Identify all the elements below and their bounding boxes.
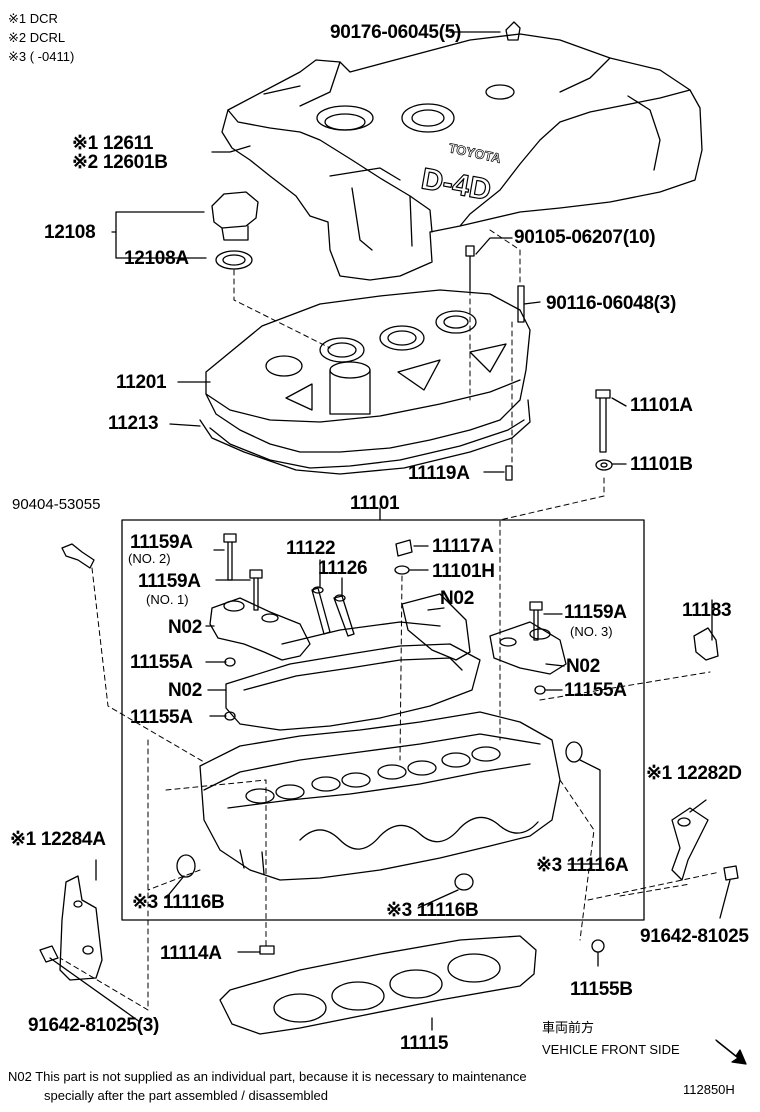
label-11155a-3[interactable]: 11155A bbox=[130, 707, 193, 728]
label-11117a[interactable]: 11117A bbox=[432, 536, 494, 557]
dashed-lines bbox=[59, 229, 721, 1011]
label-11159a-no2[interactable]: 11159A bbox=[130, 532, 193, 553]
label-11155a-1[interactable]: 11155A bbox=[130, 652, 193, 673]
diagram-code: 112850H bbox=[683, 1082, 735, 1097]
label-11159a-no3[interactable]: 11159A bbox=[564, 602, 627, 623]
footnote-line-1: N02 This part is not supplied as an indi… bbox=[8, 1069, 527, 1084]
label-n02-right-mid: N02 bbox=[566, 656, 600, 677]
label-91642-81025-left[interactable]: 91642-81025(3) bbox=[28, 1015, 160, 1036]
cam-bearing-caps bbox=[209, 593, 567, 675]
label-12108a[interactable]: 12108A bbox=[124, 248, 189, 269]
label-no1: (NO. 1) bbox=[146, 592, 189, 607]
cylinder-head bbox=[199, 711, 561, 881]
label-11155a-2[interactable]: 11155A bbox=[564, 680, 627, 701]
cam-carrier bbox=[225, 621, 481, 731]
legend-line-2: ※2 DCRL bbox=[8, 30, 66, 45]
label-11159a-no1[interactable]: 11159A bbox=[138, 571, 201, 592]
label-no3: (NO. 3) bbox=[570, 624, 613, 639]
label-n02-left-mid: N02 bbox=[168, 680, 202, 701]
label-90105-06207[interactable]: 90105-06207(10) bbox=[514, 227, 656, 248]
label-12108[interactable]: 12108 bbox=[44, 222, 96, 243]
label-11114a[interactable]: 11114A bbox=[160, 943, 222, 964]
label-12282d[interactable]: ※1 12282D bbox=[646, 763, 742, 784]
stud-90404 bbox=[61, 543, 95, 569]
label-11213[interactable]: 11213 bbox=[108, 413, 159, 434]
label-11101h[interactable]: 11101H bbox=[432, 561, 495, 582]
cylinder-head-cover bbox=[199, 289, 531, 475]
label-90116-06048[interactable]: 90116-06048(3) bbox=[546, 293, 676, 314]
label-11116a[interactable]: ※3 11116A bbox=[536, 855, 629, 876]
side-parts bbox=[176, 627, 739, 955]
label-12611[interactable]: ※1 12611 bbox=[72, 133, 154, 154]
label-11101b[interactable]: 11101B bbox=[630, 454, 693, 475]
front-arrow bbox=[715, 1039, 747, 1065]
label-12284a[interactable]: ※1 12284A bbox=[10, 829, 106, 850]
label-11101[interactable]: 11101 bbox=[350, 493, 400, 514]
oil-filler-cap bbox=[211, 191, 259, 270]
plug bbox=[394, 539, 413, 575]
label-11101a[interactable]: 11101A bbox=[630, 395, 693, 416]
label-11155b[interactable]: 11155B bbox=[570, 979, 633, 1000]
label-no2: (NO. 2) bbox=[128, 551, 171, 566]
legend-line-3: ※3 ( -0411) bbox=[8, 49, 75, 64]
cylinder-head-box bbox=[121, 519, 645, 921]
head-bolt bbox=[595, 389, 613, 471]
dowels bbox=[224, 657, 546, 721]
label-11116b-mid[interactable]: ※3 11116B bbox=[386, 900, 479, 921]
label-12601b[interactable]: ※2 12601B bbox=[72, 152, 168, 173]
label-90404-53055[interactable]: 90404-53055 bbox=[12, 496, 101, 513]
leader-lines bbox=[49, 31, 731, 1031]
cover-model-text: D-4D bbox=[419, 162, 494, 207]
label-11126[interactable]: 11126 bbox=[318, 558, 368, 579]
footnote-line-2: specially after the part assembled / dis… bbox=[44, 1088, 328, 1103]
bracket-12284a bbox=[39, 875, 103, 981]
label-11201[interactable]: 11201 bbox=[116, 372, 167, 393]
label-91642-81025-right[interactable]: 91642-81025 bbox=[640, 926, 749, 947]
label-11119a[interactable]: 11119A bbox=[408, 463, 470, 484]
head-gasket bbox=[219, 935, 537, 1035]
label-11183[interactable]: 11183 bbox=[682, 600, 732, 621]
cover-bolts bbox=[465, 21, 525, 481]
label-n02-left-top: N02 bbox=[168, 617, 202, 638]
label-n02-right-top: N02 bbox=[440, 588, 474, 609]
front-side-jp: 車両前方 bbox=[542, 1020, 595, 1035]
label-11115[interactable]: 11115 bbox=[400, 1033, 449, 1054]
label-90176-06045[interactable]: 90176-06045(5) bbox=[330, 22, 462, 43]
label-11116b-left[interactable]: ※3 11116B bbox=[132, 892, 225, 913]
cover-brand-text: TOYOTA bbox=[447, 140, 503, 166]
legend-line-1: ※1 DCR bbox=[8, 11, 58, 26]
label-11122[interactable]: 11122 bbox=[286, 538, 336, 559]
front-side-en: VEHICLE FRONT SIDE bbox=[542, 1042, 680, 1057]
engine-cover bbox=[221, 33, 703, 281]
